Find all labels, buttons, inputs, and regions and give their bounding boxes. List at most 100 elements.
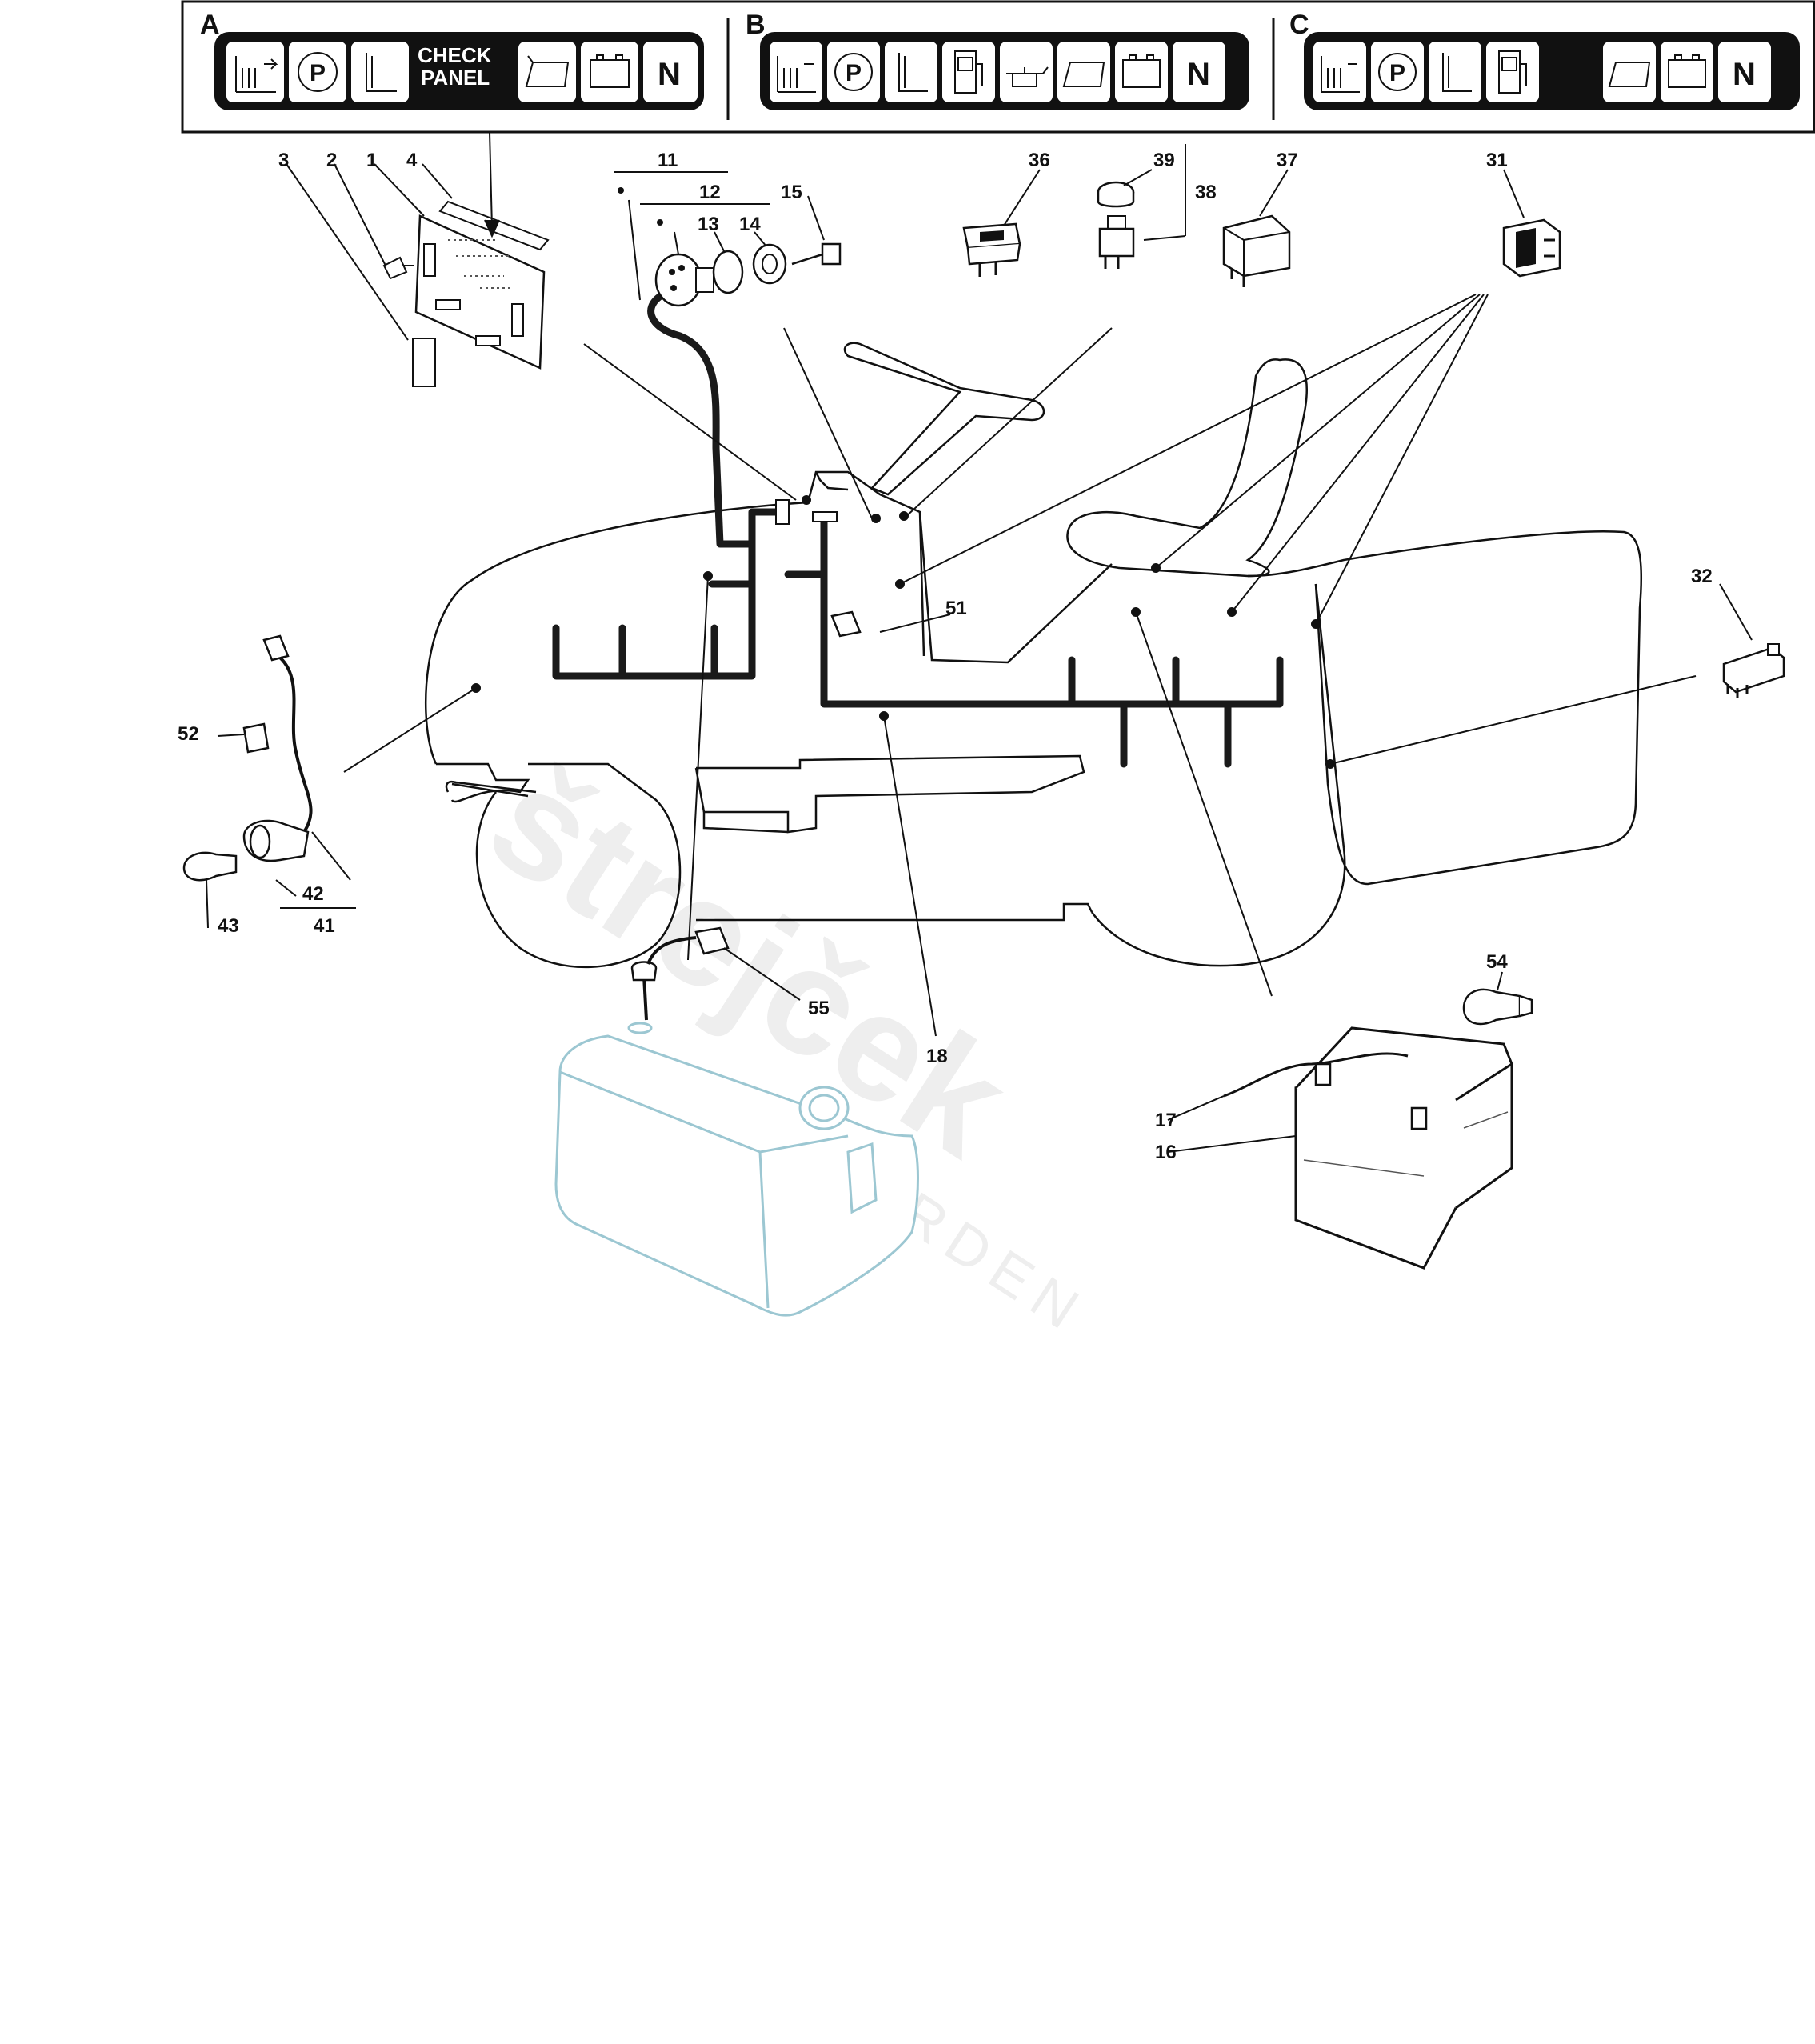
battery-ridge — [1303, 1111, 1509, 1177]
microswitch-plunger — [1767, 643, 1780, 656]
leader-line — [422, 163, 453, 199]
leader-dot — [1131, 607, 1141, 617]
leader-line — [723, 947, 801, 1001]
callout-16: 16 — [1155, 1142, 1177, 1163]
leader-dot — [1227, 607, 1237, 617]
screw — [382, 256, 414, 280]
switch-rocker — [1516, 228, 1536, 268]
leader-dot — [618, 187, 624, 194]
ignition-switch — [654, 253, 702, 307]
panel-letter: B — [746, 10, 766, 40]
switch-pins — [1230, 268, 1245, 287]
leader-line — [1503, 169, 1525, 218]
leader-line — [334, 163, 386, 266]
leader-line — [1167, 1135, 1297, 1153]
leader-line — [311, 831, 351, 881]
leader-dot — [471, 683, 481, 693]
tank-bracket — [846, 1142, 878, 1214]
leader-line — [1259, 169, 1289, 217]
leader-dot — [879, 711, 889, 721]
board-connector — [435, 299, 461, 310]
tank-edge — [759, 1134, 849, 1154]
leader-line — [583, 343, 797, 501]
neutral-icon: N — [658, 57, 681, 92]
rear-harness — [784, 512, 1284, 768]
ignition-switch-assembly — [654, 242, 842, 307]
callout-labels: 3 2 1 4 11 12 13 14 15 36 39 38 37 31 32… — [178, 150, 1713, 1163]
leader-line — [1143, 235, 1186, 241]
light-assembly — [182, 634, 313, 882]
battery-icon-tile — [581, 42, 638, 102]
leader-dot — [1311, 619, 1321, 629]
neutral-icon-tile — [643, 42, 698, 102]
connector — [775, 499, 790, 525]
leader-line — [883, 715, 937, 1037]
callout-54: 54 — [1486, 951, 1508, 973]
parking-brake-icon — [834, 53, 873, 91]
check-panel-board — [414, 214, 546, 370]
ignition-nut — [712, 250, 744, 294]
leader-line — [1315, 294, 1489, 625]
leader-line — [343, 687, 477, 773]
panel-letter: A — [200, 10, 220, 40]
wire-clip — [242, 722, 270, 754]
leader-dot — [802, 495, 811, 505]
oil-can-icon — [1006, 66, 1049, 87]
grass-catcher-icon — [525, 55, 570, 87]
switch-pins — [1544, 238, 1555, 258]
arrow-head — [484, 219, 500, 238]
pin — [670, 285, 677, 291]
leader-line — [754, 231, 767, 247]
board-connector — [423, 243, 436, 277]
leader-line — [714, 231, 726, 254]
neutral-icon-tile — [1173, 42, 1225, 102]
panel-b: B P N — [746, 10, 1249, 110]
connector — [812, 511, 838, 522]
panel-a: A P CHECK PANEL N — [200, 10, 704, 110]
callout-55: 55 — [808, 998, 830, 1019]
callout-51: 51 — [945, 598, 967, 619]
sender-tube — [642, 975, 648, 1021]
callout-52: 52 — [178, 723, 199, 745]
battery-terminal — [1410, 1106, 1428, 1130]
parking-brake-icon — [298, 52, 338, 92]
leader-line — [783, 327, 873, 519]
ignition-key — [791, 242, 842, 266]
callout-38: 38 — [1195, 182, 1217, 203]
pin — [678, 265, 685, 271]
leader-line — [1231, 294, 1485, 613]
push-button — [1097, 181, 1135, 269]
seat-outline — [1066, 358, 1308, 578]
dash-top — [814, 471, 849, 491]
lamp-wire — [278, 656, 313, 834]
microswitch-pins — [1726, 684, 1749, 698]
board-connector — [511, 303, 524, 337]
leader-dots — [471, 187, 1335, 769]
chassis-side — [696, 754, 1085, 834]
front-bumper — [445, 780, 537, 798]
leader-line — [1719, 583, 1753, 641]
battery-icon — [1122, 54, 1161, 88]
callout-15: 15 — [781, 182, 802, 203]
callout-36: 36 — [1029, 150, 1050, 171]
callout-43: 43 — [218, 915, 239, 937]
callout-42: 42 — [302, 883, 324, 905]
battery-terminal — [1314, 1062, 1332, 1086]
terminal-cap — [1462, 988, 1521, 1026]
screw-head — [382, 256, 408, 280]
front-harness — [552, 540, 756, 680]
button-stem — [1107, 215, 1126, 230]
tank-outlet — [627, 1022, 653, 1034]
fuel-sender — [630, 961, 658, 982]
switch-37 — [1222, 214, 1291, 287]
fuel-icon — [1498, 50, 1527, 94]
neutral-icon: N — [1733, 57, 1756, 92]
callout-31: 31 — [1486, 150, 1508, 171]
switch-31 — [1502, 218, 1561, 278]
leader-dot — [1325, 759, 1335, 769]
callout-2: 2 — [326, 150, 337, 171]
callout-17: 17 — [1155, 1110, 1177, 1131]
callout-1: 1 — [366, 150, 377, 171]
seat-icon — [366, 53, 397, 92]
parking-brake-icon-tile — [1371, 42, 1424, 102]
